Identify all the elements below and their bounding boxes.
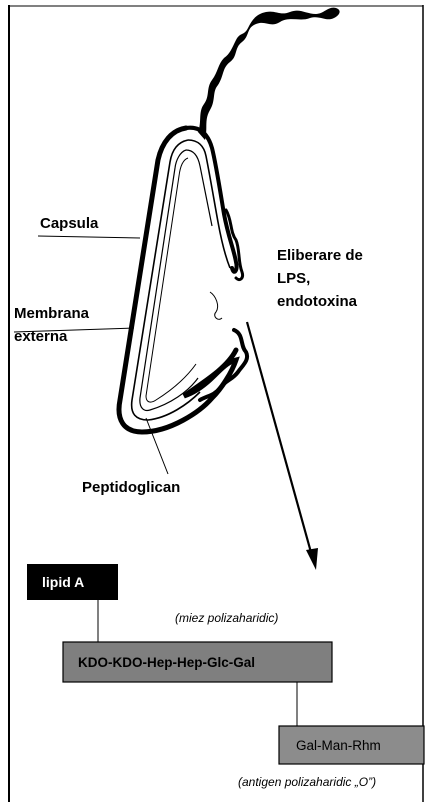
eliberare-label-line3: endotoxina: [277, 293, 358, 310]
capsule-right-wall: [186, 128, 237, 272]
outer-membrane: [132, 140, 200, 420]
core-chain-label: KDO-KDO-Hep-Hep-Glc-Gal: [78, 655, 255, 670]
membrane-fragment-3: [210, 292, 222, 319]
lipid-a-label: lipid A: [42, 574, 84, 590]
flagellum: [198, 8, 340, 140]
membrana-label-line1: Membrana: [14, 305, 90, 322]
eliberare-label-line2: LPS,: [277, 270, 310, 287]
peptidoglican-label: Peptidoglican: [82, 479, 180, 496]
bacterium-illustration: [119, 8, 340, 432]
peptidoglycan-layer: [140, 150, 198, 411]
membrana-label-line2: externa: [14, 328, 68, 345]
release-arrow-line: [247, 322, 312, 556]
lps-structure: lipid A (miez polizaharidic) KDO-KDO-Hep…: [27, 564, 424, 789]
o-chain-label: Gal-Man-Rhm: [296, 738, 381, 753]
core-caption: (miez polizaharidic): [175, 611, 278, 625]
o-antigen-caption: (antigen polizaharidic „O”): [238, 775, 376, 789]
capsula-label: Capsula: [40, 215, 99, 232]
eliberare-label-line1: Eliberare de: [277, 247, 363, 264]
capsula-leader: [38, 236, 140, 238]
release-arrow-head: [306, 548, 318, 570]
peptidoglycan-layer-right: [186, 150, 212, 226]
